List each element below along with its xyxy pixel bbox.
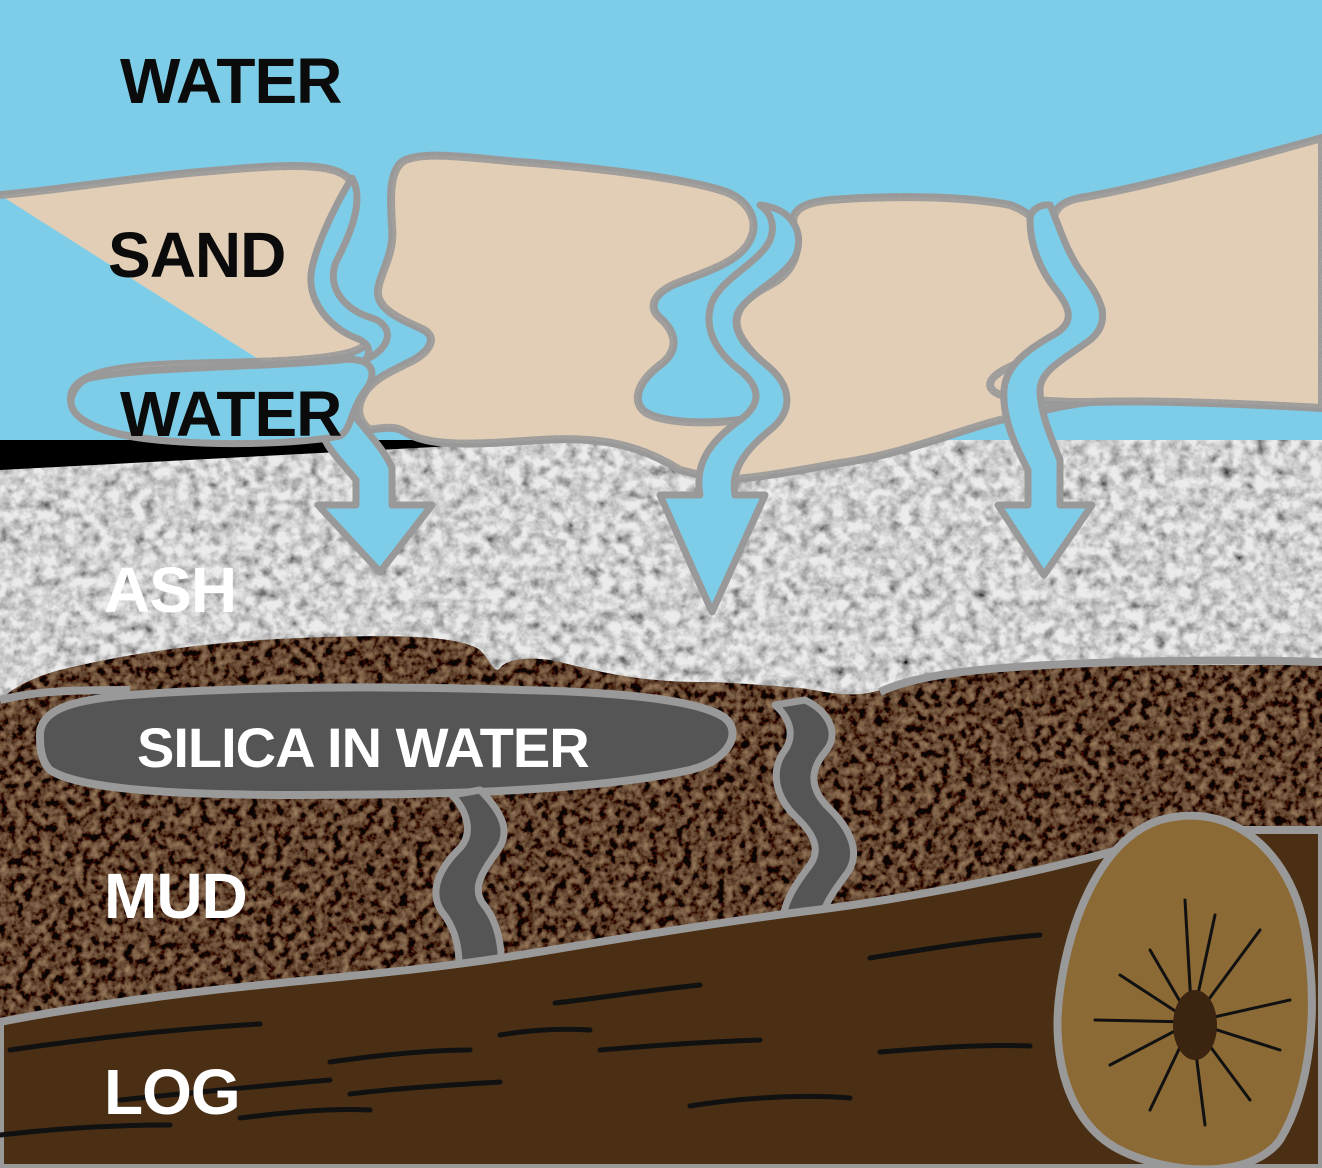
water-arrow-right [994, 201, 1107, 579]
label-log: LOG [104, 1056, 240, 1128]
water-flow-arrows [307, 174, 1107, 616]
label-silica-in-water: SILICA IN WATER [137, 716, 589, 779]
water-pocket [67, 355, 376, 448]
water-arrow-left [307, 174, 436, 576]
log [0, 811, 1322, 1168]
ash-layer [0, 400, 1322, 700]
water-arrow-middle [656, 201, 803, 616]
label-sand: SAND [108, 219, 285, 291]
label-ash: ASH [104, 554, 236, 626]
log-core [1173, 990, 1217, 1060]
label-water-top: WATER [120, 45, 341, 117]
label-water-pocket: WATER [120, 378, 341, 450]
silica-pocket [35, 683, 737, 799]
log-grain-lines [0, 932, 1043, 1138]
log-body [0, 826, 1322, 1168]
silica-layer [0, 656, 1322, 1089]
log-end-cross-section [1053, 811, 1316, 1168]
label-mud: MUD [104, 860, 247, 932]
